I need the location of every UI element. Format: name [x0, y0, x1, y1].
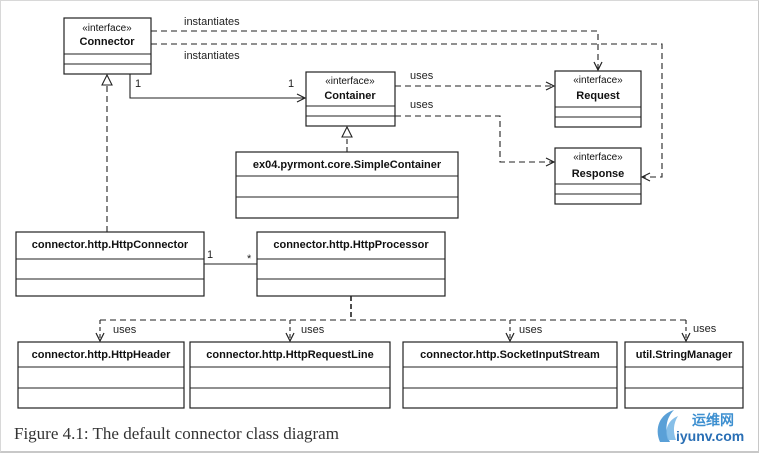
request-class-name: Request — [576, 90, 620, 102]
label-uses-http-request-line: uses — [301, 324, 325, 336]
edge-connector-container — [129, 74, 305, 98]
connector-class-name: Connector — [80, 36, 136, 48]
watermark-logo-icon — [657, 410, 678, 442]
socket-input-stream-class-name: connector.http.SocketInputStream — [420, 349, 600, 361]
edge-connector-instantiates-request — [151, 30, 598, 70]
class-simple-container: ex04.pyrmont.core.SimpleContainer — [235, 151, 459, 219]
label-uses-request: uses — [410, 70, 434, 82]
label-one-container-end: 1 — [288, 78, 294, 90]
label-one-http-connector: 1 — [207, 249, 213, 261]
request-stereotype: «interface» — [573, 75, 623, 86]
edge-container-uses-response — [395, 115, 554, 162]
class-http-request-line: connector.http.HttpRequestLine — [189, 341, 391, 409]
label-instantiates-response: instantiates — [184, 50, 240, 62]
class-http-header: connector.http.HttpHeader — [17, 341, 185, 409]
label-uses-response: uses — [410, 99, 434, 111]
container-class-name: Container — [324, 90, 376, 102]
label-instantiates-request: instantiates — [184, 16, 240, 28]
simple-container-class-name: ex04.pyrmont.core.SimpleContainer — [253, 159, 442, 171]
label-uses-string-manager: uses — [693, 323, 717, 335]
class-connector: «interface» Connector — [63, 17, 152, 75]
http-request-line-class-name: connector.http.HttpRequestLine — [206, 349, 373, 361]
http-connector-class-name: connector.http.HttpConnector — [32, 239, 189, 251]
class-request: «interface» Request — [554, 70, 642, 128]
container-stereotype: «interface» — [325, 76, 375, 87]
class-container: «interface» Container — [305, 71, 396, 127]
string-manager-class-name: util.StringManager — [636, 349, 733, 361]
http-processor-class-name: connector.http.HttpProcessor — [273, 239, 429, 251]
watermark: 运维网 iyunv.com — [652, 408, 756, 448]
class-string-manager: util.StringManager — [624, 341, 744, 409]
watermark-en-text: iyunv.com — [676, 428, 745, 444]
class-socket-input-stream: connector.http.SocketInputStream — [402, 341, 618, 409]
response-stereotype: «interface» — [573, 152, 623, 163]
figure-caption: Figure 4.1: The default connector class … — [14, 424, 339, 443]
class-response: «interface» Response — [554, 147, 642, 205]
class-http-connector: connector.http.HttpConnector — [15, 231, 205, 297]
edge-connector-instantiates-response — [151, 43, 663, 177]
http-header-class-name: connector.http.HttpHeader — [32, 349, 171, 361]
label-one-connector-end: 1 — [135, 78, 141, 90]
label-uses-http-header: uses — [113, 324, 137, 336]
connector-stereotype: «interface» — [82, 23, 132, 34]
label-many-http-processor: * — [247, 253, 252, 265]
response-class-name: Response — [572, 168, 625, 180]
watermark-cn-text: 运维网 — [692, 413, 734, 429]
class-http-processor: connector.http.HttpProcessor — [256, 231, 446, 297]
label-uses-socket-input-stream: uses — [519, 324, 543, 336]
